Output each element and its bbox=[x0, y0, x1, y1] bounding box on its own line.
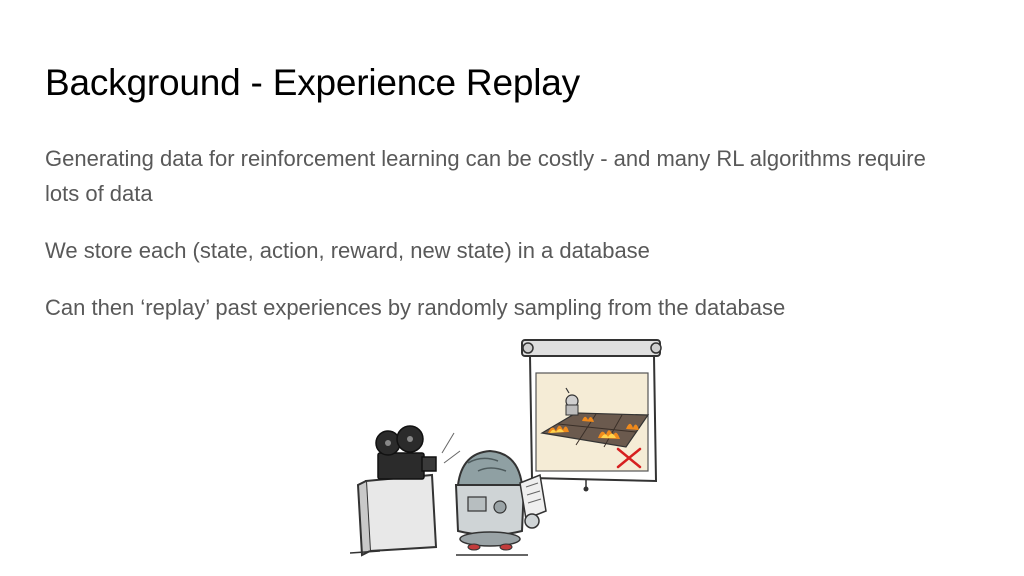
bullet-paragraph-2: We store each (state, action, reward, ne… bbox=[45, 238, 650, 263]
slide-body: Generating data for reinforcement learni… bbox=[45, 141, 945, 347]
film-projector-icon bbox=[350, 425, 461, 557]
bullet-paragraph-3: Can then ‘replay’ past experiences by ra… bbox=[45, 295, 786, 320]
fire-icon bbox=[540, 387, 650, 448]
robot-icon bbox=[454, 449, 547, 556]
slide-title: Background - Experience Replay bbox=[45, 62, 580, 103]
red-x-icon bbox=[616, 447, 642, 469]
bullet-paragraph-1: Generating data for reinforcement learni… bbox=[45, 146, 926, 206]
replay-illustration bbox=[350, 339, 662, 557]
